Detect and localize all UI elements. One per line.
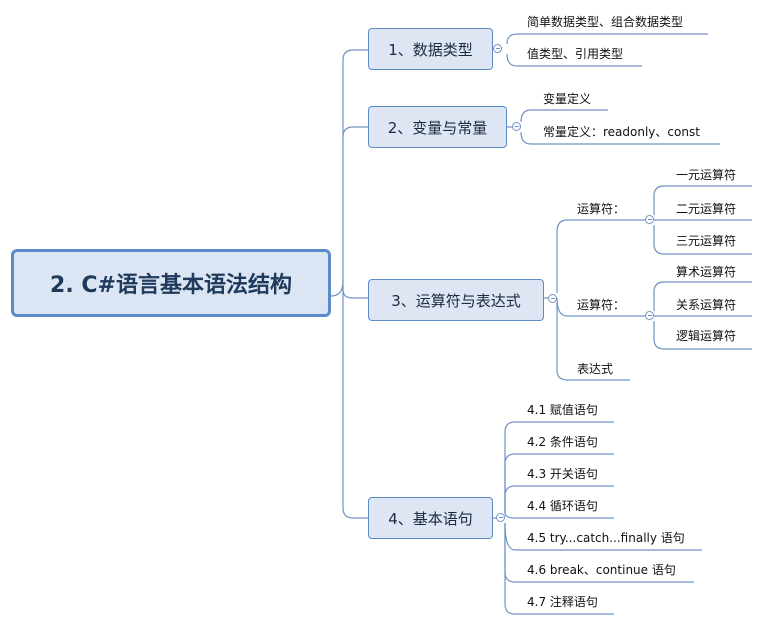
leaf-topic[interactable]: 简单数据类型、组合数据类型: [527, 15, 684, 29]
branch-operators-expressions[interactable]: 3、运算符与表达式: [368, 279, 544, 321]
collapse-toggle-icon[interactable]: [645, 215, 654, 224]
branch-label: 2、变量与常量: [387, 118, 488, 137]
leaf-topic[interactable]: 4.7 注释语句: [527, 595, 598, 609]
branch-label: 3、运算符与表达式: [391, 291, 521, 310]
leaf-topic[interactable]: 三元运算符: [676, 234, 737, 248]
branch-label: 1、数据类型: [388, 40, 473, 59]
leaf-topic[interactable]: 4.2 条件语句: [527, 435, 598, 449]
leaf-topic[interactable]: 关系运算符: [676, 298, 737, 312]
leaf-topic[interactable]: 逻辑运算符: [676, 329, 737, 343]
collapse-toggle-icon[interactable]: [512, 122, 521, 131]
collapse-toggle-icon[interactable]: [496, 513, 505, 522]
branch-label: 4、基本语句: [388, 509, 473, 528]
subtopic-operators[interactable]: 运算符：: [577, 298, 626, 312]
leaf-topic[interactable]: 4.3 开关语句: [527, 467, 598, 481]
branch-variables-constants[interactable]: 2、变量与常量: [368, 106, 507, 148]
subtopic-operators[interactable]: 运算符：: [577, 202, 626, 216]
branch-basic-statements[interactable]: 4、基本语句: [368, 497, 493, 539]
root-topic[interactable]: 2. C#语言基本语法结构: [11, 249, 331, 317]
branch-data-types[interactable]: 1、数据类型: [368, 28, 493, 70]
collapse-toggle-icon[interactable]: [493, 44, 502, 53]
leaf-topic[interactable]: 变量定义: [543, 92, 592, 106]
leaf-topic[interactable]: 值类型、引用类型: [527, 47, 624, 61]
collapse-toggle-icon[interactable]: [548, 294, 557, 303]
root-topic-label: 2. C#语言基本语法结构: [50, 273, 292, 298]
leaf-topic[interactable]: 4.6 break、continue 语句: [527, 563, 676, 577]
leaf-topic[interactable]: 4.1 赋值语句: [527, 403, 598, 417]
leaf-topic[interactable]: 算术运算符: [676, 265, 737, 279]
leaf-topic[interactable]: 一元运算符: [676, 168, 737, 182]
collapse-toggle-icon[interactable]: [645, 311, 654, 320]
subtopic-expression[interactable]: 表达式: [577, 362, 614, 376]
leaf-topic[interactable]: 常量定义：readonly、const: [543, 125, 700, 139]
leaf-topic[interactable]: 4.4 循环语句: [527, 499, 598, 513]
leaf-topic[interactable]: 4.5 try...catch...finally 语句: [527, 531, 685, 545]
leaf-topic[interactable]: 二元运算符: [676, 202, 737, 216]
